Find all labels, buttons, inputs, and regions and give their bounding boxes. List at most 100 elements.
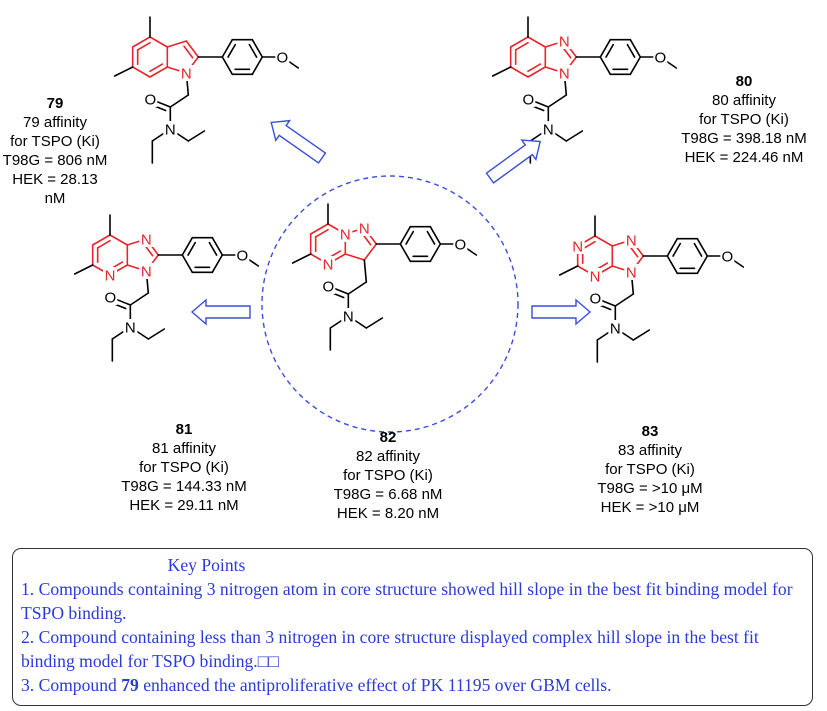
label-81: 81 81 affinity for TSPO (Ki) T98G = 144.… bbox=[100, 420, 268, 515]
ring-bond bbox=[136, 41, 151, 51]
aryl-ring-bond bbox=[696, 255, 709, 275]
atom-mask bbox=[624, 264, 639, 280]
oxygen-atom: O bbox=[589, 291, 601, 308]
ring-bond bbox=[581, 240, 596, 250]
target-label: for TSPO (Ki) bbox=[605, 461, 695, 478]
ring-bond bbox=[185, 40, 200, 58]
chain-bond bbox=[347, 281, 368, 295]
aryl-ring-bond bbox=[605, 43, 615, 58]
nitrogen-atom: N bbox=[125, 320, 136, 337]
arrow-to-83 bbox=[531, 298, 592, 326]
methyl-bond bbox=[558, 265, 579, 276]
methyl-bond bbox=[73, 264, 94, 275]
t98g-value: T98G = 398.18 nM bbox=[681, 130, 807, 147]
aryl-ring-bond bbox=[181, 254, 194, 274]
oxygen-atom: O bbox=[276, 50, 288, 67]
compound-number: 81 bbox=[175, 421, 193, 438]
nitrogen-atom: N bbox=[105, 268, 116, 285]
nitrogen-atom: N bbox=[610, 321, 621, 338]
nitrogen-atom: N bbox=[626, 265, 637, 282]
aryl-ring-bond bbox=[221, 38, 234, 58]
affinity-label: 83 affinity bbox=[618, 442, 682, 459]
aryl-ring-bond bbox=[599, 38, 612, 58]
ring-bond bbox=[527, 36, 547, 48]
ethyl-bond bbox=[632, 329, 651, 341]
ring-bond bbox=[91, 234, 111, 246]
nitrogen-atom: N bbox=[559, 66, 570, 83]
target-label: for TSPO (Ki) bbox=[10, 133, 100, 150]
key-point-3-suffix: enhanced the antiproliferative effect of… bbox=[138, 675, 612, 695]
methyl-bond bbox=[491, 66, 512, 77]
atom-mask bbox=[608, 320, 623, 336]
atom-mask bbox=[321, 256, 335, 272]
oxygen-atom: O bbox=[522, 92, 534, 109]
oxygen-atom: O bbox=[104, 290, 116, 307]
aryl-ring-bond bbox=[399, 243, 412, 263]
hek-value: HEK = 224.46 nM bbox=[684, 149, 804, 166]
aryl-ring-bond bbox=[426, 230, 436, 245]
arrow-to-81 bbox=[190, 298, 251, 326]
ring-bond bbox=[509, 36, 529, 48]
ring-bond bbox=[183, 45, 194, 59]
aryl-ring-bond bbox=[599, 56, 612, 76]
aryl-ring-bond bbox=[211, 236, 224, 256]
nitrogen-atom: N bbox=[359, 221, 370, 238]
affinity-label: 79 affinity bbox=[23, 114, 87, 131]
nitrogen-atom: N bbox=[141, 264, 152, 281]
oxygen-atom: O bbox=[144, 92, 156, 109]
aryl-ring-bond bbox=[251, 56, 264, 76]
atom-mask bbox=[570, 238, 585, 254]
oxygen-atom: O bbox=[721, 249, 733, 266]
key-point-3-prefix: 3. Compound bbox=[21, 675, 122, 695]
aryl-ring-bond bbox=[405, 230, 415, 245]
atom-mask bbox=[103, 267, 117, 283]
ring-bond bbox=[594, 235, 614, 247]
arrow-outline bbox=[531, 298, 592, 326]
compound-number: 79 bbox=[46, 95, 64, 112]
atom-mask bbox=[235, 247, 250, 263]
aryl-ring-bond bbox=[227, 43, 237, 58]
atom-mask bbox=[588, 290, 603, 306]
arrow-to-79 bbox=[270, 119, 327, 164]
target-label: for TSPO (Ki) bbox=[343, 467, 433, 484]
arrow-outline bbox=[270, 119, 327, 164]
aryl-ring-bond bbox=[221, 56, 234, 76]
ring-bond bbox=[96, 239, 111, 249]
methyl-bond bbox=[113, 66, 134, 77]
atom-mask bbox=[163, 121, 178, 137]
ring-bond bbox=[527, 66, 547, 78]
ring-bond bbox=[363, 243, 378, 261]
ethyl-bond bbox=[187, 130, 206, 142]
target-label: for TSPO (Ki) bbox=[139, 459, 229, 476]
affinity-label: 82 affinity bbox=[356, 448, 420, 465]
atom-mask bbox=[275, 49, 290, 65]
nitrogen-atom: N bbox=[340, 227, 351, 244]
aryl-ring-bond bbox=[399, 225, 412, 245]
nitrogen-atom: N bbox=[590, 269, 601, 286]
nitrogen-atom: N bbox=[543, 122, 554, 139]
aryl-ring-bond bbox=[666, 255, 679, 275]
arrow-outline bbox=[190, 298, 251, 326]
compound-number: 83 bbox=[641, 423, 659, 440]
chain-bond bbox=[169, 94, 190, 108]
atom-mask bbox=[179, 65, 194, 81]
key-point-1: 1. Compounds containing 3 nitrogen atom … bbox=[21, 579, 793, 623]
atom-mask bbox=[341, 308, 356, 324]
label-82: 82 82 affinity for TSPO (Ki) T98G = 6.68… bbox=[308, 428, 468, 523]
nitrogen-atom: N bbox=[165, 122, 176, 139]
atom-mask bbox=[541, 121, 556, 137]
ethyl-bond bbox=[147, 328, 166, 340]
atom-mask bbox=[103, 289, 118, 305]
atom-mask bbox=[357, 220, 372, 236]
affinity-label: 81 affinity bbox=[152, 440, 216, 457]
compound-number: 80 bbox=[735, 73, 753, 90]
ethyl-bond bbox=[565, 130, 584, 142]
aryl-ring-bond bbox=[211, 254, 224, 274]
atom-mask bbox=[139, 263, 154, 279]
key-point-3-compound: 79 bbox=[121, 675, 139, 695]
methyl-bond bbox=[291, 253, 312, 264]
